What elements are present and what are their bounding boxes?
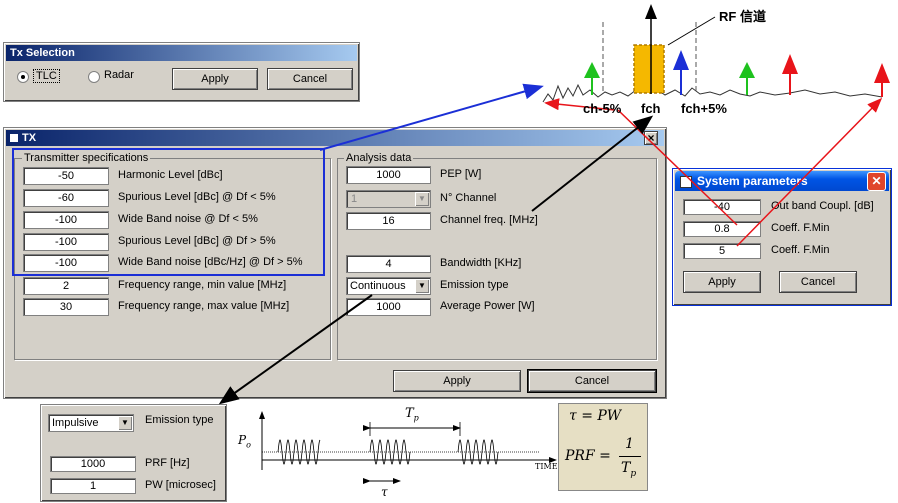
tx-close-button[interactable]: ×: [644, 131, 658, 145]
channel-freq-label: Channel freq. [MHz]: [440, 214, 538, 226]
channel-select-value: 1: [351, 193, 358, 205]
prf-formula-num: 1: [625, 436, 634, 452]
radar-radio[interactable]: [88, 71, 100, 83]
channel-bar: [633, 44, 665, 94]
rf-pointer: [667, 16, 716, 46]
transmitter-value-field[interactable]: 30: [23, 298, 109, 316]
tx-cancel-button[interactable]: Cancel: [527, 369, 657, 393]
transmitter-row-label: Harmonic Level [dBc]: [118, 169, 223, 181]
prf-field[interactable]: 1000: [50, 456, 136, 472]
analysis-group: [337, 158, 657, 360]
transmitter-row-label: Spurious Level [dBc] @ Df > 5%: [118, 235, 276, 247]
tx-titlebar: TX: [6, 130, 664, 146]
transmitter-group: [14, 158, 331, 360]
fraction-bar: [619, 456, 641, 457]
transmitter-row-label: Frequency range, min value [MHz]: [118, 279, 287, 291]
impulsive-emission-label: Emission type: [145, 414, 214, 426]
bandwidth-field[interactable]: 4: [346, 255, 431, 273]
rf-channel-label: RF 信道: [719, 9, 766, 24]
tlc-radio[interactable]: [17, 71, 29, 83]
system-param-label: Coeff. F.Min: [771, 244, 830, 256]
pep-field[interactable]: 1000: [346, 166, 431, 184]
pulse-burst-3: [457, 439, 499, 465]
transmitter-value-field[interactable]: -60: [23, 189, 109, 207]
transmitter-value-field[interactable]: 2: [23, 277, 109, 295]
system-param-field[interactable]: 0.8: [683, 221, 761, 237]
tx-selection-cancel-button[interactable]: Cancel: [267, 68, 353, 90]
ch-plus-label: fch+5%: [681, 101, 727, 116]
pep-label: PEP [W]: [440, 168, 482, 180]
tau-formula: τ = PW: [569, 408, 622, 424]
system-param-label: Coeff. F.Min: [771, 222, 830, 234]
impulsive-emission-value: Impulsive: [52, 417, 99, 429]
time-label: TIME: [535, 462, 558, 471]
tx-selection-titlebar: Tx Selection: [6, 45, 357, 61]
emission-type-value: Continuous: [350, 280, 406, 292]
tx-title-icon: [10, 134, 18, 143]
chevron-down-icon[interactable]: ▼: [415, 279, 429, 293]
pulse-bursts: [277, 439, 499, 465]
emission-type-label: Emission type: [440, 279, 509, 291]
impulsive-panel: Impulsive ▼ Emission type 1000 PRF [Hz] …: [40, 404, 227, 502]
tx-title-text: TX: [22, 132, 37, 144]
prf-formula-den: Tp: [621, 460, 637, 479]
transmitter-row-label: Spurious Level [dBc] @ Df < 5%: [118, 191, 276, 203]
transmitter-value-field[interactable]: -100: [23, 233, 109, 251]
tx-selection-apply-button[interactable]: Apply: [172, 68, 258, 90]
ch-minus-label: ch-5%: [583, 101, 622, 116]
transmitter-row-label: Wide Band noise [dBc/Hz] @ Df > 5%: [118, 256, 303, 268]
tx-apply-button[interactable]: Apply: [393, 370, 521, 392]
tp-label: Tp: [405, 406, 419, 423]
system-parameters-title: System parameters: [697, 174, 808, 188]
analysis-group-title: Analysis data: [344, 152, 414, 164]
tau-label: τ: [381, 485, 388, 499]
pw-field[interactable]: 1: [50, 478, 136, 494]
transmitter-group-title: Transmitter specifications: [22, 152, 151, 164]
fch-label: fch: [641, 101, 661, 116]
prf-label: PRF [Hz]: [145, 457, 190, 469]
transmitter-value-field[interactable]: -100: [23, 254, 109, 272]
channel-label: N° Channel: [440, 192, 497, 204]
formula-box: τ = PW PRF = 1 Tp: [558, 403, 648, 491]
chevron-down-icon[interactable]: ▼: [415, 192, 429, 206]
chevron-down-icon[interactable]: ▼: [118, 416, 132, 430]
system-parameters-window: System parameters ✕ -40 Out band Coupl. […: [672, 168, 892, 306]
pw-label: PW [microsec]: [145, 479, 216, 491]
po-label: Po: [238, 433, 251, 450]
channel-select[interactable]: 1 ▼: [346, 190, 431, 208]
highlight-box: [12, 148, 325, 276]
average-power-field[interactable]: 1000: [346, 298, 431, 316]
emission-type-select[interactable]: Continuous ▼: [346, 277, 431, 295]
system-param-field[interactable]: 5: [683, 243, 761, 259]
average-power-label: Average Power [W]: [440, 300, 535, 312]
tlc-label: TLC: [33, 69, 60, 83]
transmitter-row-label: Frequency range, max value [MHz]: [118, 300, 290, 312]
bandwidth-label: Bandwidth [KHz]: [440, 257, 522, 269]
channel-freq-field[interactable]: 16: [346, 212, 431, 230]
system-parameters-titlebar: System parameters: [675, 171, 889, 191]
close-icon[interactable]: ✕: [867, 172, 886, 191]
system-param-field[interactable]: -40: [683, 199, 761, 215]
system-param-label: Out band Coupl. [dB]: [771, 200, 874, 212]
prf-formula-lhs: PRF =: [565, 448, 611, 464]
transmitter-row-label: Wide Band noise @ Df < 5%: [118, 213, 258, 225]
pulse-burst-1: [277, 439, 321, 465]
pulse-burst-2: [369, 439, 411, 465]
window-app-icon: [680, 176, 692, 188]
system-cancel-button[interactable]: Cancel: [779, 271, 857, 293]
impulsive-emission-select[interactable]: Impulsive ▼: [48, 414, 134, 432]
transmitter-value-field[interactable]: -100: [23, 211, 109, 229]
system-apply-button[interactable]: Apply: [683, 271, 761, 293]
transmitter-value-field[interactable]: -50: [23, 167, 109, 185]
radar-label: Radar: [104, 69, 134, 81]
tx-selection-window: Tx Selection TLC Radar Apply Cancel: [3, 42, 360, 102]
spectrum-noise-line: [542, 83, 883, 103]
